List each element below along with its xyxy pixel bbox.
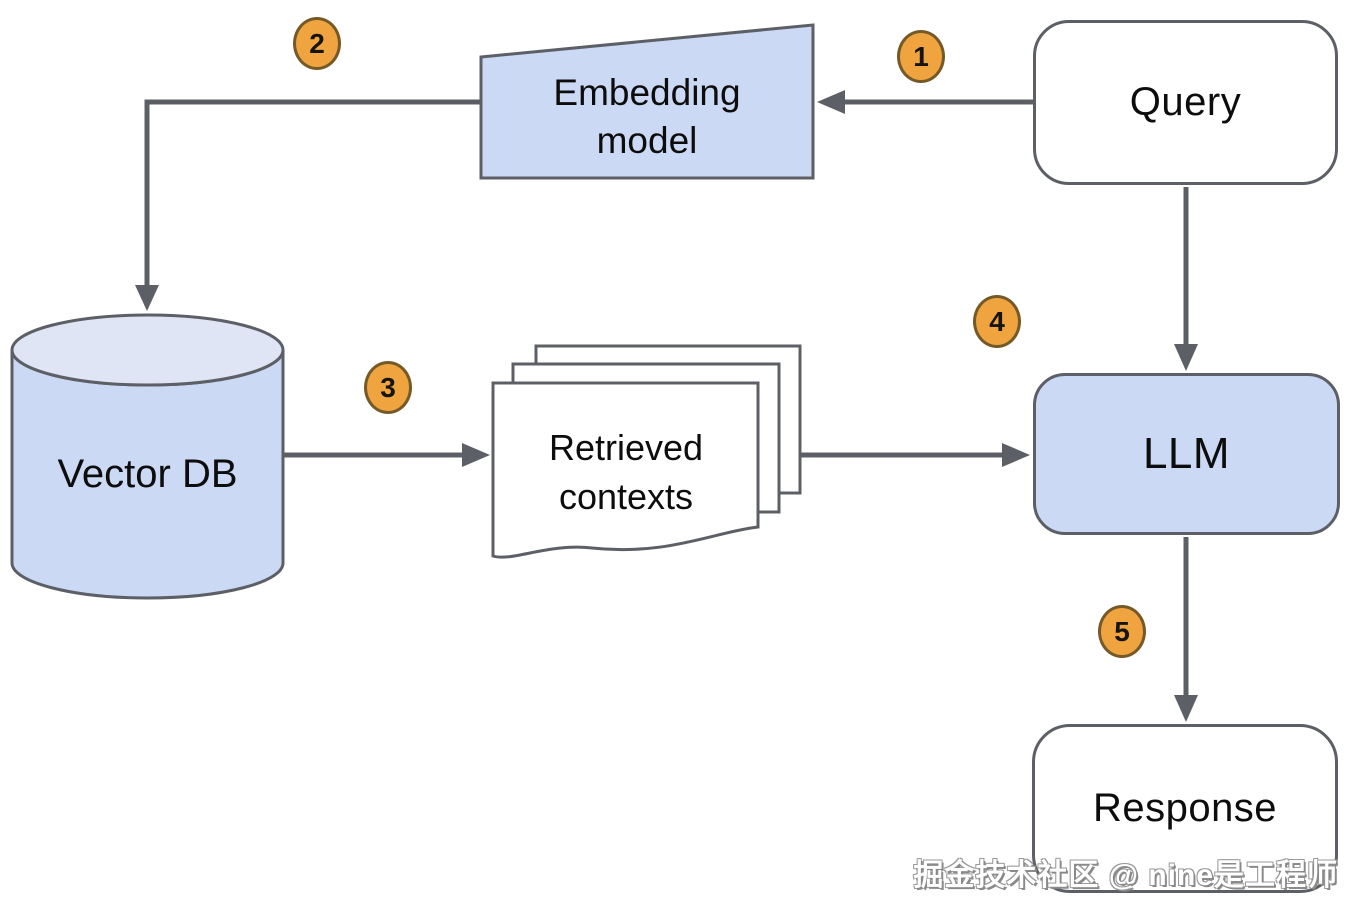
- watermark: 掘金技术社区 @ nine是工程师: [913, 859, 1338, 892]
- step-badge-5: 5: [1098, 605, 1146, 658]
- step-badge-1: 1: [897, 30, 945, 83]
- arrow-vectordb-to-contexts: [283, 443, 490, 467]
- response-label: Response: [1092, 786, 1278, 830]
- step-badge-4: 4: [973, 295, 1021, 348]
- query-label: Query: [1129, 80, 1242, 124]
- llm-label: LLM: [1142, 429, 1231, 478]
- query-node: Query: [1033, 20, 1338, 185]
- arrow-contexts-to-llm: [801, 443, 1030, 467]
- arrow-llm-to-response: [1174, 537, 1198, 722]
- response-node: Response: [1032, 724, 1338, 893]
- step-badge-2: 2: [293, 17, 341, 70]
- vector-db-shape: [10, 313, 285, 600]
- retrieved-contexts-shape: [491, 344, 802, 559]
- embedding-model-shape: [479, 23, 815, 180]
- arrow-embedding-to-vectordb: [135, 99, 481, 311]
- llm-node: LLM: [1033, 373, 1340, 535]
- step-badge-3: 3: [364, 361, 412, 414]
- arrow-query-to-embedding: [817, 90, 1033, 114]
- arrow-query-to-llm: [1174, 187, 1198, 371]
- document-sheet-front: [491, 381, 760, 559]
